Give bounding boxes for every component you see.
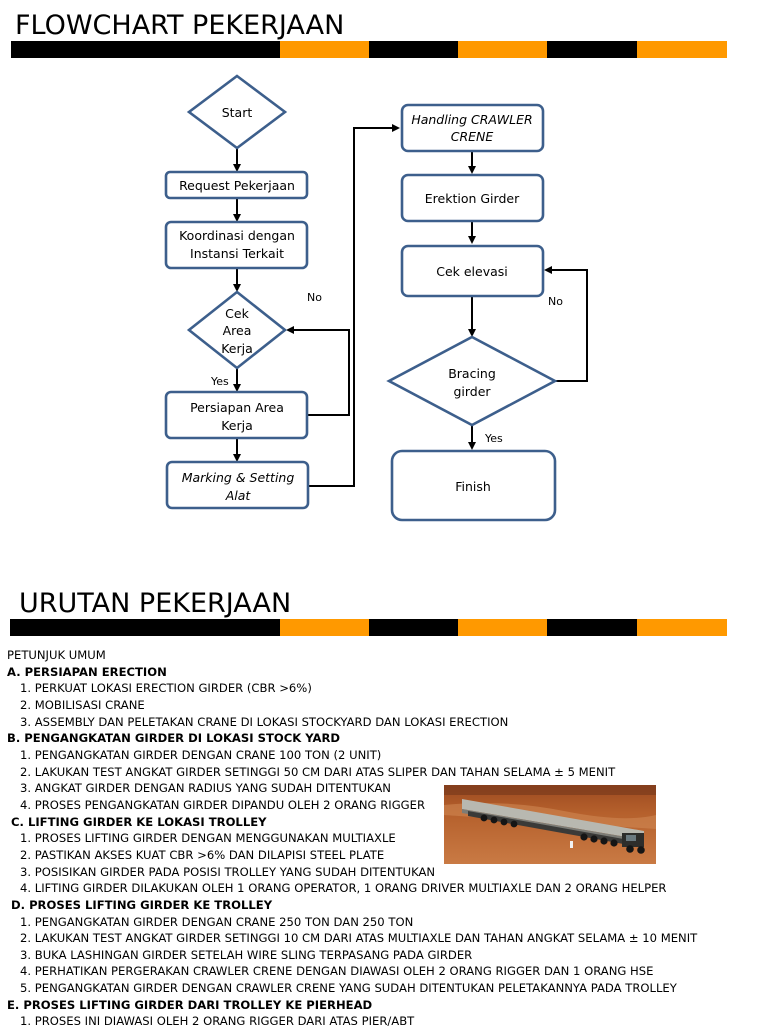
node-koordinasi-line-2: Instansi Terkait xyxy=(190,246,284,261)
title-divider-bar xyxy=(11,41,727,58)
list-item: 4. PERHATIKAN PERGERAKAN CRAWLER CRENE D… xyxy=(7,963,707,980)
label-no-bracing: No xyxy=(548,295,563,308)
list-item: 1. PERKUAT LOKASI ERECTION GIRDER (CBR >… xyxy=(7,680,707,697)
list-item: 2. LAKUKAN TEST ANGKAT GIRDER SETINGGI 1… xyxy=(7,930,707,947)
node-cek-elevasi-label: Cek elevasi xyxy=(436,264,508,279)
node-handling-line-2: CRENE xyxy=(451,129,494,144)
node-marking: Marking & Setting Alat xyxy=(167,462,308,508)
node-cek-area-line-1: Cek xyxy=(225,306,249,321)
node-koordinasi-line-1: Koordinasi dengan xyxy=(179,228,295,243)
list-item: 4. LIFTING GIRDER DILAKUKAN OLEH 1 ORANG… xyxy=(7,880,707,897)
flowchart-title: FLOWCHART PEKERJAAN xyxy=(15,12,344,39)
node-bracing-line-1: Bracing xyxy=(448,366,496,381)
section-heading: D. PROSES LIFTING GIRDER KE TROLLEY xyxy=(7,897,707,914)
node-request-label: Request Pekerjaan xyxy=(179,178,295,193)
node-bracing-girder: Bracing girder xyxy=(389,337,555,425)
list-item: 1. PROSES INI DIAWASI OLEH 2 ORANG RIGGE… xyxy=(7,1013,707,1030)
node-cek-area-line-2: Area xyxy=(223,323,252,338)
node-koordinasi: Koordinasi dengan Instansi Terkait xyxy=(166,222,307,268)
node-persiapan-line-1: Persiapan Area xyxy=(190,400,284,415)
list-item: 2. MOBILISASI CRANE xyxy=(7,697,707,714)
node-handling: Handling CRAWLER CRENE xyxy=(402,105,543,151)
node-cek-area-line-3: Kerja xyxy=(221,341,253,356)
node-start: Start xyxy=(189,76,285,148)
node-finish: Finish xyxy=(392,451,555,520)
multiaxle-girder-photo xyxy=(444,785,656,864)
section-heading: B. PENGANGKATAN GIRDER DI LOKASI STOCK Y… xyxy=(7,730,707,747)
list-item: 1. PENGANGKATAN GIRDER DENGAN CRANE 100 … xyxy=(7,747,707,764)
node-handling-line-1: Handling CRAWLER xyxy=(411,112,532,127)
list-item: 3. POSISIKAN GIRDER PADA POSISI TROLLEY … xyxy=(7,864,707,881)
node-marking-line-2: Alat xyxy=(225,488,252,503)
label-no-cek-area: No xyxy=(307,291,322,304)
label-yes-bracing: Yes xyxy=(484,432,503,445)
list-item: 3. BUKA LASHINGAN GIRDER SETELAH WIRE SL… xyxy=(7,947,707,964)
urutan-divider-bar xyxy=(10,619,727,636)
node-erektion-label: Erektion Girder xyxy=(425,191,520,206)
flowchart-diagram: Start Request Pekerjaan Koordinasi denga… xyxy=(0,60,768,530)
list-item: 2. LAKUKAN TEST ANGKAT GIRDER SETINGGI 5… xyxy=(7,764,707,781)
node-persiapan-line-2: Kerja xyxy=(221,418,253,433)
list-item: 1. PENGANGKATAN GIRDER DENGAN CRANE 250 … xyxy=(7,914,707,931)
node-persiapan: Persiapan Area Kerja xyxy=(166,392,307,438)
node-erektion: Erektion Girder xyxy=(402,175,543,221)
section-heading: A. PERSIAPAN ERECTION xyxy=(7,664,707,681)
node-finish-label: Finish xyxy=(455,479,491,494)
node-start-label: Start xyxy=(222,105,253,120)
section-heading: E. PROSES LIFTING GIRDER DARI TROLLEY KE… xyxy=(7,997,707,1014)
list-item: 3. ASSEMBLY DAN PELETAKAN CRANE DI LOKAS… xyxy=(7,714,707,731)
node-cek-area-kerja: Cek Area Kerja xyxy=(189,292,285,368)
intro-text: PETUNJUK UMUM xyxy=(7,647,707,664)
list-item: 5. PENGANGKATAN GIRDER DENGAN CRAWLER CR… xyxy=(7,980,707,997)
label-yes-cek-area: Yes xyxy=(210,375,229,388)
node-cek-elevasi: Cek elevasi xyxy=(402,246,543,296)
node-request: Request Pekerjaan xyxy=(166,172,307,198)
urutan-title: URUTAN PEKERJAAN xyxy=(19,590,291,617)
node-bracing-line-2: girder xyxy=(453,384,491,399)
node-marking-line-1: Marking & Setting xyxy=(182,470,295,485)
